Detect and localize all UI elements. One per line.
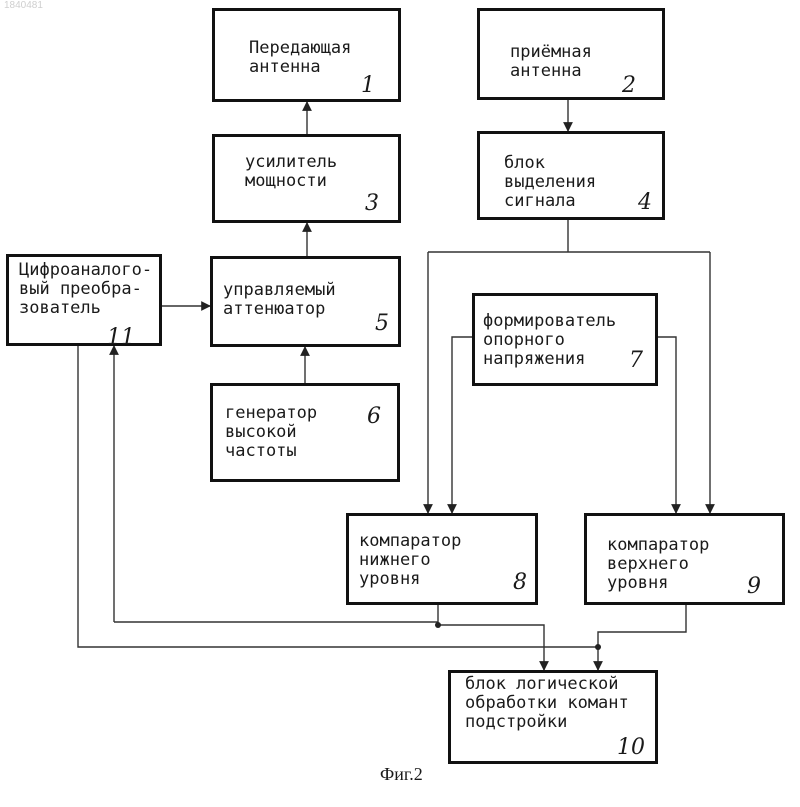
block-number: 7 [629, 348, 643, 373]
block-upper-level-comparator: компаратор верхнего уровня 9 [584, 513, 785, 605]
block-number: 4 [638, 190, 652, 215]
block-label: компаратор нижнего уровня [359, 532, 461, 589]
block-label: усилитель мощности [245, 153, 337, 191]
block-label: управляемый аттенюатор [223, 281, 336, 319]
block-number: 1 [361, 73, 375, 98]
block-number: 6 [367, 404, 381, 429]
block-number: 3 [365, 191, 379, 216]
block-label: приёмная антенна [510, 43, 592, 81]
block-number: 9 [747, 574, 761, 599]
block-number: 11 [107, 325, 135, 350]
block-controlled-attenuator: управляемый аттенюатор 5 [210, 256, 401, 347]
block-receiving-antenna: приёмная антенна 2 [477, 8, 665, 100]
wire-comp-high-out [598, 605, 686, 670]
figure-caption: Фиг.2 [380, 764, 423, 785]
block-command-logic-processing: блок логической обработки комант подстро… [448, 670, 658, 764]
wire-comp-low-out [438, 605, 544, 670]
block-number: 5 [375, 311, 389, 336]
block-signal-extraction: блок выделения сигнала 4 [477, 131, 665, 220]
block-number: 8 [513, 570, 527, 595]
block-number: 2 [622, 73, 636, 98]
block-label: компаратор верхнего уровня [607, 536, 709, 593]
block-power-amplifier: усилитель мощности 3 [212, 134, 401, 223]
wire-ref-to-comp-high [658, 337, 676, 513]
block-transmitting-antenna: Передающая антенна 1 [212, 8, 401, 102]
block-high-frequency-generator: генератор высокой частоты 6 [210, 383, 400, 482]
junction-dot [435, 622, 441, 628]
block-reference-voltage-former: формирователь опорного напряжения 7 [472, 293, 658, 386]
block-label: Передающая антенна [249, 39, 351, 77]
block-label: блок логической обработки комант подстро… [465, 675, 629, 732]
block-label: Цифроаналого- вый преобра- зователь [19, 261, 152, 318]
block-label: генератор высокой частоты [225, 404, 317, 461]
block-lower-level-comparator: компаратор нижнего уровня 8 [346, 513, 538, 605]
block-label: формирователь опорного напряжения [483, 312, 616, 369]
block-number: 10 [617, 735, 645, 760]
wire-ref-to-comp-low [452, 337, 472, 513]
junction-dot [595, 644, 601, 650]
block-digital-analog-converter: Цифроаналого- вый преобра- зователь 11 [6, 254, 162, 346]
block-label: блок выделения сигнала [504, 154, 596, 211]
